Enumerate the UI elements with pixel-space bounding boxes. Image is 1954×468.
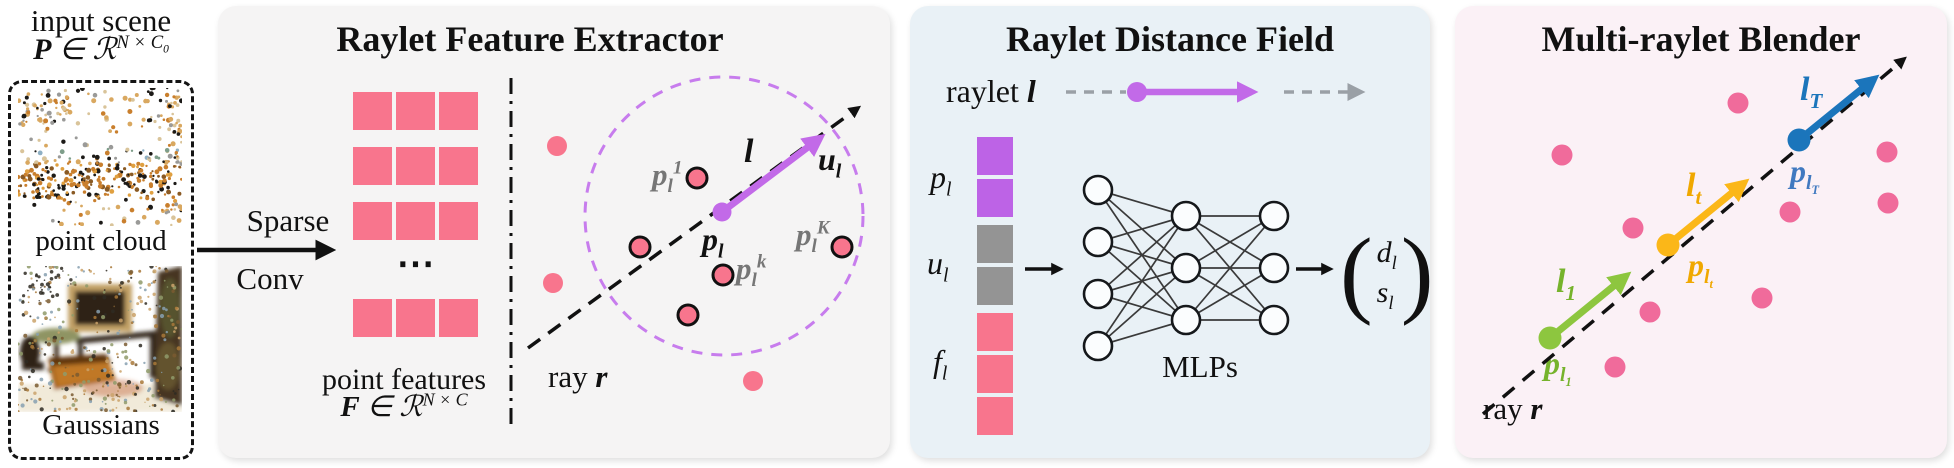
feature-grid-cell <box>396 202 435 240</box>
gaussians-shapes <box>18 266 182 412</box>
output-dl: dl <box>1376 236 1397 274</box>
stack-square-pink <box>977 355 1013 393</box>
feature-grid-cell <box>353 202 392 240</box>
feature-grid-cell <box>439 147 478 185</box>
output-vector: ( dl sl ) <box>1340 224 1433 322</box>
gaussians-specks <box>18 266 182 412</box>
feature-grid-row <box>353 299 478 337</box>
input-scene-math: P ∈ ℛN × C0 <box>2 32 200 66</box>
feature-grid-cell <box>439 299 478 337</box>
point-cloud-image <box>18 88 182 226</box>
stack-square-pink <box>977 313 1013 351</box>
left-paren: ( <box>1340 218 1373 327</box>
feature-grid-cell <box>439 92 478 130</box>
feature-grid-cell <box>396 92 435 130</box>
feature-grid-cell <box>439 202 478 240</box>
stack-square-purple <box>977 179 1013 217</box>
stack-square-purple <box>977 137 1013 175</box>
raylet-input-stack <box>977 137 1013 437</box>
panel-multi-raylet-blender <box>1455 6 1947 458</box>
feature-grid-row <box>353 92 478 130</box>
output-sl: sl <box>1376 276 1394 314</box>
feature-grid-cell <box>353 147 392 185</box>
point-feature-grid <box>353 92 480 338</box>
input-scene-title: input scene <box>30 3 172 38</box>
stack-square-gray <box>977 267 1013 305</box>
right-paren: ) <box>1400 218 1434 327</box>
feature-grid-row <box>353 202 478 240</box>
stack-square-pink <box>977 397 1013 435</box>
panel-raylet-feature-extractor <box>218 6 890 458</box>
point-cloud-dots <box>18 88 182 226</box>
feature-grid-row <box>353 147 478 185</box>
gaussians-image <box>18 266 182 412</box>
feature-grid-cell <box>396 299 435 337</box>
feature-grid-cell <box>353 92 392 130</box>
feature-grid-cell <box>353 299 392 337</box>
math-set: ∈ ℛN × C0 <box>58 32 169 66</box>
stack-square-gray <box>977 225 1013 263</box>
math-P: P <box>33 33 52 66</box>
feature-grid-cell <box>396 147 435 185</box>
